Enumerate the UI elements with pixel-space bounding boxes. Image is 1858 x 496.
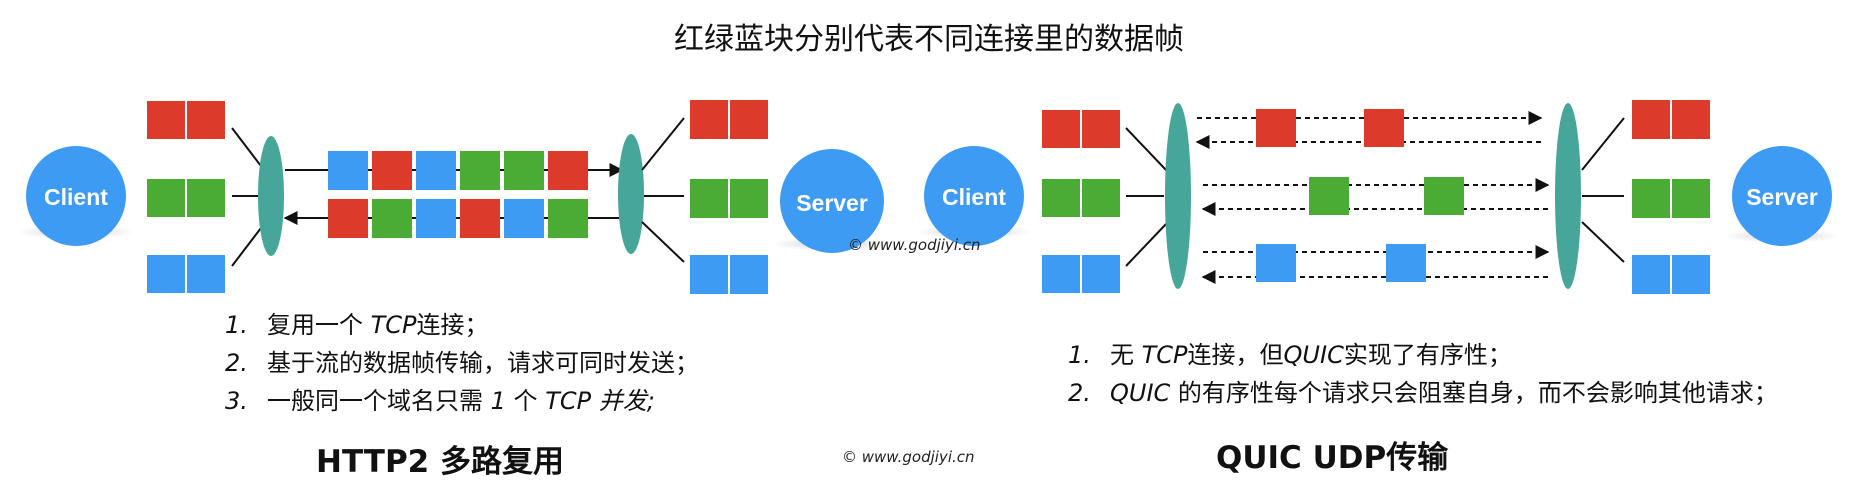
quic-client-hub [1165, 103, 1191, 289]
http2-client-frames [147, 101, 225, 293]
http2-diagram: Client [18, 100, 892, 294]
quic-diagram: Client [916, 100, 1840, 294]
http2-client-label: Client [44, 184, 108, 210]
quic-client-label: Client [942, 184, 1006, 210]
http2-caption: HTTP2 多路复用 [316, 444, 565, 480]
http2-stream-frames-top [328, 151, 588, 190]
watermark-bottom: © www.godjiyi.cn [842, 448, 975, 466]
watermark-top: © www.godjiyi.cn [848, 236, 981, 254]
quic-point-1: 1.无 TCP连接，但QUIC实现了有序性； [1068, 341, 1512, 369]
http2-point-3: 3.一般同一个域名只需 1 个 TCP 并发; [225, 387, 655, 415]
quic-points: 1.无 TCP连接，但QUIC实现了有序性； 2.QUIC 的有序性每个请求只会… [1068, 336, 1778, 412]
http2-point-1: 1.复用一个 TCP连接； [225, 311, 489, 339]
http2-server-hub [618, 134, 644, 254]
http2-point-2: 2.基于流的数据帧传输，请求可同时发送； [225, 349, 699, 377]
http2-server-frames [690, 100, 768, 294]
quic-client-node [924, 146, 1024, 246]
quic-point-2: 2.QUIC 的有序性每个请求只会阻塞自身，而不会影响其他请求； [1068, 379, 1778, 407]
http2-server-label: Server [796, 190, 868, 216]
quic-stream-frames [1256, 109, 1464, 282]
quic-client-frames [1042, 110, 1120, 293]
http2-points: 1.复用一个 TCP连接； 2.基于流的数据帧传输，请求可同时发送； 3.一般同… [225, 306, 699, 420]
http2-client-node [26, 146, 126, 246]
http2-stream-frames-bottom [328, 199, 588, 238]
quic-caption: QUIC UDP传输 [1216, 440, 1449, 476]
quic-server-hub [1555, 103, 1581, 289]
quic-server-node [1732, 146, 1832, 246]
quic-server-frames [1632, 100, 1710, 294]
http2-client-hub [258, 136, 284, 256]
http2-server-node [780, 149, 884, 253]
quic-server-label: Server [1746, 184, 1818, 210]
page-title: 红绿蓝块分别代表不同连接里的数据帧 [674, 22, 1184, 57]
